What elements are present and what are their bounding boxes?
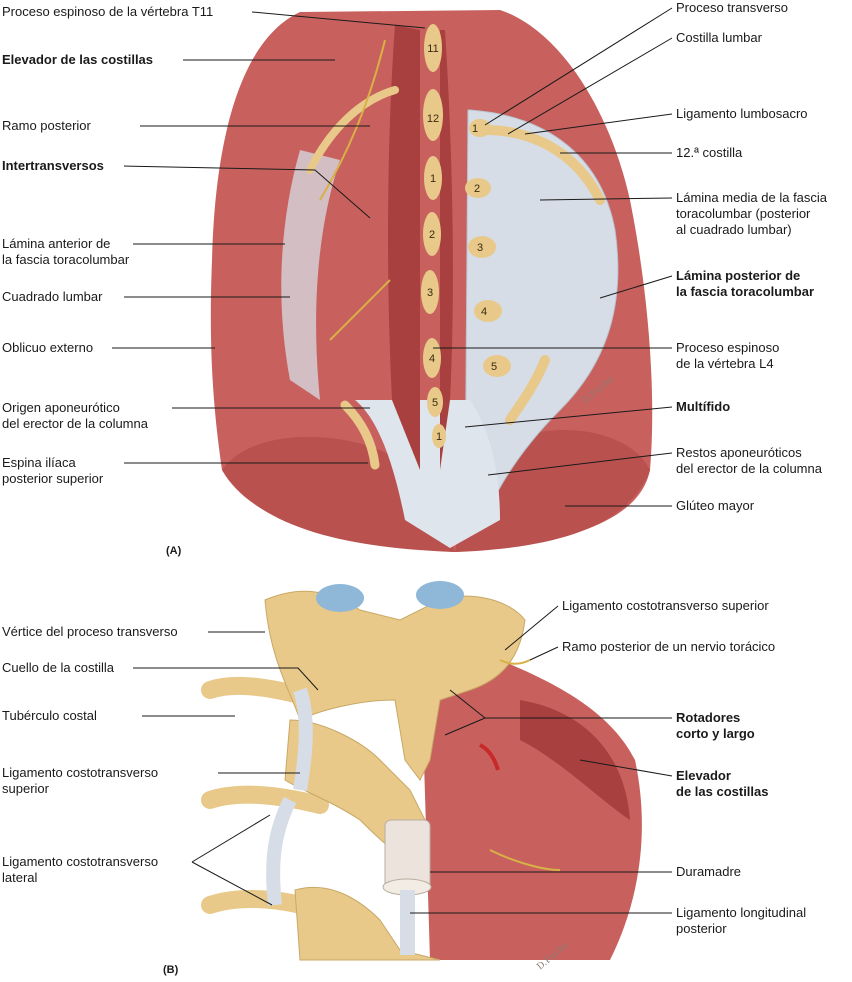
panel-b-right-label-0: Ligamento costotransverso superior bbox=[562, 598, 769, 613]
spinous-number-7: 1 bbox=[436, 431, 442, 443]
erector-column-left bbox=[388, 25, 420, 470]
panel-b-left-label-0: Vértice del proceso transverso bbox=[2, 624, 178, 639]
left-fascia-strip bbox=[281, 150, 340, 400]
nerve-lower bbox=[489, 849, 561, 871]
spinous-processes bbox=[421, 24, 446, 448]
iliac-crest-left bbox=[340, 400, 380, 470]
panel-b-illustration: D.Fuchs bbox=[201, 581, 642, 972]
panel-a-left-label-2: Intertransversos bbox=[2, 158, 104, 173]
panel-a-left-label-1: Ramo posterior bbox=[2, 118, 92, 133]
ligament-costotransverse-lower bbox=[266, 796, 297, 906]
posterior-ramus-nerve bbox=[319, 39, 386, 201]
iliac-crest-right bbox=[505, 355, 550, 425]
panel-a-right-label-3: 12.ª costilla bbox=[676, 145, 743, 160]
rotatores-muscle-mass bbox=[420, 630, 642, 960]
panel-a-right-leader-5 bbox=[599, 275, 673, 299]
panel-a-right-leader-4 bbox=[539, 197, 673, 201]
panel-b-right-leader-1 bbox=[529, 646, 559, 661]
spinous-number-1: 12 bbox=[427, 113, 439, 125]
erector-column-right bbox=[440, 30, 453, 470]
spinous-number-2: 1 bbox=[430, 173, 436, 185]
nerve-thoracic bbox=[499, 659, 531, 665]
panel-a-illustration: D.Fuchs bbox=[210, 10, 653, 552]
panel-a-right-label-7: Multífido bbox=[676, 399, 730, 414]
panel-b-right-leader-0 bbox=[504, 605, 559, 651]
vertebra-bottom bbox=[294, 886, 441, 961]
rib-left-shape bbox=[306, 86, 399, 174]
panel-a-right-leader-8 bbox=[487, 452, 673, 476]
spinous-number-6: 5 bbox=[432, 397, 438, 409]
panel-b-right-leader-2-b bbox=[444, 717, 486, 736]
panel-a-left-label-0: Elevador de las costillas bbox=[2, 52, 153, 67]
nerve-2 bbox=[329, 279, 391, 341]
spinous-number-4: 3 bbox=[427, 287, 433, 299]
panel-b-left-leader-1 bbox=[133, 667, 319, 691]
panel-b-right-label-4: Duramadre bbox=[676, 864, 741, 879]
panel-a-right-leader-7 bbox=[464, 406, 673, 428]
spinous-number-5: 4 bbox=[429, 353, 435, 365]
transverse-number-1: 2 bbox=[474, 183, 480, 195]
transverse-number-2: 3 bbox=[477, 242, 483, 254]
spinous-number-0: 11 bbox=[427, 43, 438, 55]
panel-b-left-label-1: Cuello de la costilla bbox=[2, 660, 115, 675]
vertebra-upper bbox=[264, 590, 526, 781]
articular-cartilage-right bbox=[416, 581, 464, 609]
panel-a-left-label-4: Cuadrado lumbar bbox=[2, 289, 103, 304]
erector-aponeurosis bbox=[355, 400, 500, 548]
panel-a-right-leader-1 bbox=[507, 37, 673, 135]
panel-a-top-leader bbox=[251, 11, 426, 29]
panel-b-tag: (B) bbox=[163, 964, 179, 976]
posterior-longitudinal-ligament-shape bbox=[400, 890, 415, 955]
panel-a-left-label-5: Oblicuo externo bbox=[2, 340, 93, 355]
panel-b-right-label-1: Ramo posterior de un nervio torácico bbox=[562, 639, 775, 654]
transverse-number-3: 4 bbox=[481, 306, 487, 318]
artery-shape bbox=[479, 743, 500, 771]
panel-a-right-leader-2 bbox=[524, 113, 673, 135]
panel-a-tag: (A) bbox=[166, 545, 182, 557]
panel-a-left-leader-2 bbox=[123, 165, 371, 219]
panel-b-right-leader-3 bbox=[579, 759, 673, 777]
panel-b-left-leader-4 bbox=[191, 814, 271, 863]
panel-b-left-label-2: Tubérculo costal bbox=[2, 708, 97, 723]
panel-a-right-label-2: Ligamento lumbosacro bbox=[676, 106, 808, 121]
transverse-number-4: 5 bbox=[491, 361, 497, 373]
levator-costarum-shape bbox=[520, 700, 630, 820]
panel-a-right-label-9: Glúteo mayor bbox=[676, 498, 755, 513]
rib-12-shape bbox=[480, 125, 605, 205]
panel-a-top-label: Proceso espinoso de la vértebra T11 bbox=[2, 4, 213, 19]
articular-cartilage-left bbox=[316, 584, 364, 612]
transverse-processes bbox=[465, 119, 511, 377]
panel-a-right-label-0: Proceso transverso bbox=[676, 0, 788, 15]
panel-a-right-label-1: Costilla lumbar bbox=[676, 30, 763, 45]
transverse-number-0: 1 bbox=[472, 123, 478, 135]
panel-b-left-leader-4-b bbox=[191, 861, 273, 906]
rib-middle bbox=[201, 785, 329, 814]
thoracolumbar-fascia-sheet bbox=[464, 109, 619, 531]
panel-a-right-leader-0 bbox=[484, 7, 673, 126]
ligament-costotransverse-upper bbox=[293, 687, 313, 792]
leader-lines bbox=[112, 7, 673, 914]
spinous-number-3: 2 bbox=[429, 229, 435, 241]
